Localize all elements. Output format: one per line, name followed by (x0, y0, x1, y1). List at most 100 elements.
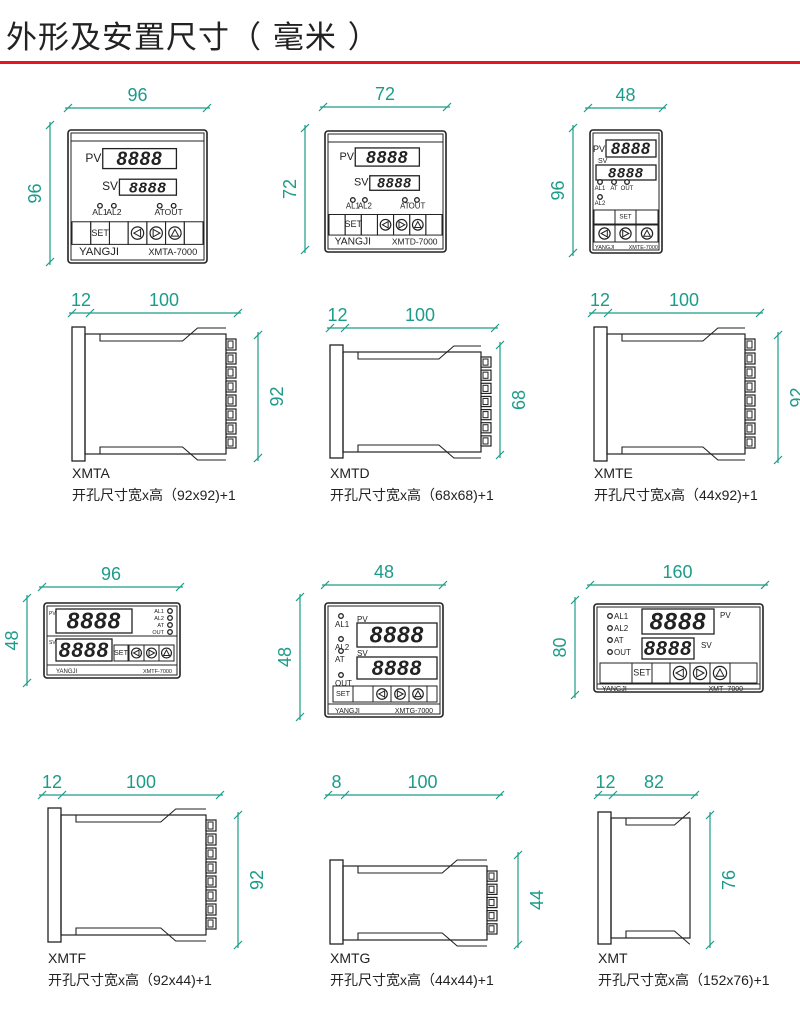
indicator-led-icon (607, 613, 613, 619)
terminal-icon (480, 422, 492, 434)
terminal-icon (225, 436, 237, 449)
right-arrow-glyph (396, 689, 405, 699)
front-bezel (329, 344, 344, 459)
indicator-led-icon (338, 613, 344, 619)
dimension-label: 48 (615, 85, 635, 105)
dimension-tick (300, 123, 310, 133)
right-arrow-glyph (152, 228, 161, 238)
terminal-screw (746, 340, 753, 349)
terminal-icon (480, 382, 492, 395)
panel-bezel (324, 130, 447, 253)
dimension-tick (760, 580, 770, 590)
indicator-label: AL2 (595, 201, 606, 207)
mounting-rail-top (357, 345, 481, 360)
brand-label: YANGJI (602, 686, 627, 693)
sv-label: SV (701, 641, 712, 650)
terminal-icon (744, 422, 756, 435)
panel-cutout-size: 开孔尺寸宽x高（68x68)+1 (330, 487, 494, 503)
dimension-label: 80 (550, 637, 570, 657)
panel-face (592, 132, 660, 251)
depth-dimension-label: 100 (149, 290, 179, 310)
dimension-tick (513, 850, 523, 860)
dimension-tick (490, 323, 500, 333)
terminal-icon (225, 380, 237, 393)
up-arrow-icon (712, 665, 728, 681)
mounting-rail-bottom (621, 446, 745, 461)
display-digits: 8888 (608, 165, 644, 181)
panel-face (327, 605, 441, 715)
left-arrow-icon (376, 688, 388, 700)
led-display (356, 656, 438, 680)
dimension-tick (57, 790, 67, 800)
mounting-rail-top (75, 808, 206, 823)
left-arrow-glyph (377, 689, 386, 699)
bezel-dimension-label: 12 (327, 305, 347, 325)
pv-label: PV (720, 611, 731, 620)
panel-bezel (67, 129, 208, 264)
terminal-screw (488, 925, 495, 933)
dimension-tick (570, 595, 580, 605)
panel-cutout-size: 开孔尺寸宽x高（92x44)+1 (48, 972, 212, 988)
terminal-icon (744, 380, 756, 393)
up-arrow-glyph (413, 220, 422, 228)
indicator-led-icon (338, 648, 344, 654)
up-arrow-icon (411, 218, 424, 231)
terminal-screw (207, 891, 214, 900)
terminal-icon (744, 436, 756, 449)
panel-cutout-size: 开孔尺寸宽x高（92x92)+1 (72, 487, 236, 503)
terminal-icon (486, 870, 498, 882)
indicator-label: AT (155, 207, 166, 217)
blank-key (651, 662, 671, 684)
left-arrow-glyph (132, 649, 140, 657)
model-label: XMT -7000 (709, 686, 744, 693)
led-display (356, 622, 438, 648)
dimension-tick (340, 790, 350, 800)
model-label: XMTF-7000 (143, 669, 172, 675)
indicator-led-icon (338, 636, 344, 642)
dimension-label: 68 (509, 390, 529, 410)
display-digits: 8888 (366, 147, 408, 167)
dimension-label: 96 (127, 85, 147, 105)
indicator-led-icon (607, 637, 613, 643)
dimension-tick (495, 450, 505, 460)
terminal-screw (207, 849, 214, 858)
terminal-screw (207, 877, 214, 886)
terminal-screw (488, 872, 495, 880)
indicator-led-icon (624, 179, 630, 185)
indicator-label: AL2 (335, 643, 350, 652)
panel-face (327, 133, 444, 250)
indicator-led-icon (401, 197, 408, 203)
led-display (605, 139, 657, 158)
terminal-icon (205, 917, 217, 930)
model-label: XMTE-7000 (629, 245, 658, 251)
mounting-rail-bottom (357, 932, 487, 947)
depth-dimension-label: 100 (407, 772, 437, 792)
dimension-label: 92 (787, 387, 800, 407)
up-arrow-glyph (715, 667, 725, 677)
mounting-rail-top (625, 811, 690, 826)
terminal-icon (480, 435, 492, 447)
terminal-icon (225, 422, 237, 435)
dimension-tick (175, 582, 185, 592)
dimension-label: 76 (719, 870, 739, 890)
right-arrow-icon (394, 688, 406, 700)
indicator-led-icon (611, 179, 617, 185)
up-arrow-glyph (642, 229, 652, 237)
terminal-screw (746, 382, 753, 391)
indicator-label: AL1 (595, 186, 606, 192)
dimension-tick (442, 102, 452, 112)
left-arrow-icon (598, 227, 611, 240)
pv-label: PV (85, 151, 101, 165)
dimension-tick (570, 690, 580, 700)
terminal-screw (482, 384, 489, 392)
set-button-label: SET (336, 689, 351, 698)
set-button (113, 644, 129, 662)
mounting-rail-top (621, 327, 745, 342)
left-arrow-glyph (600, 229, 608, 238)
terminal-icon (225, 366, 237, 379)
terminal-screw (746, 368, 753, 377)
